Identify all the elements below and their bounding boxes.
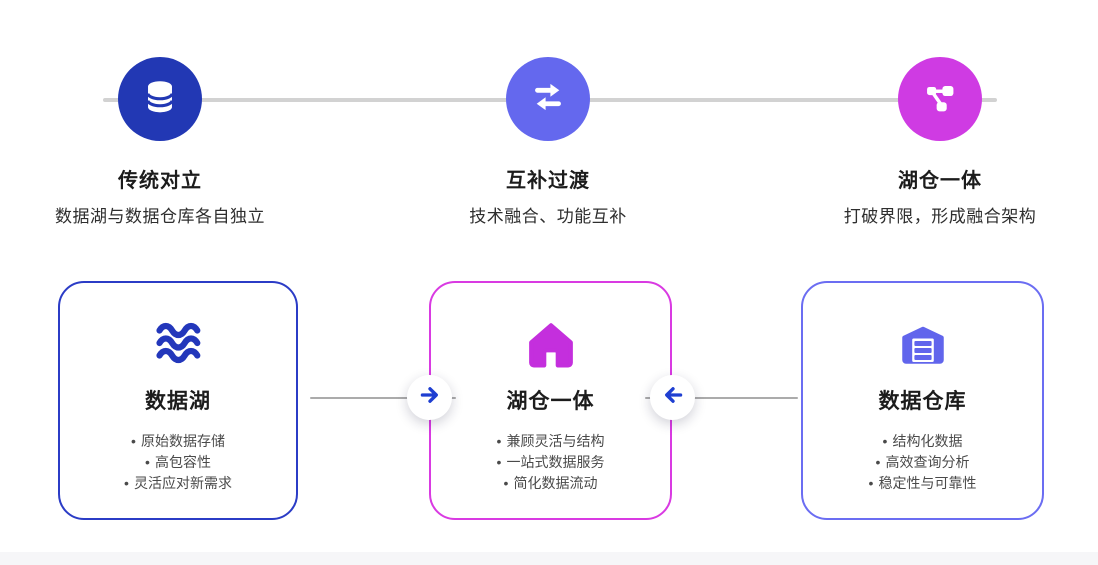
stage-circle-lakehouse (898, 57, 982, 141)
card-bullet-list: •结构化数据 •高效查询分析 •稳定性与可靠性 (803, 431, 1042, 494)
stage-traditional: 传统对立 数据湖与数据仓库各自独立 (0, 57, 320, 227)
stage-subtitle: 打破界限，形成融合架构 (843, 207, 1037, 226)
stage-subtitle: 数据湖与数据仓库各自独立 (55, 207, 265, 226)
list-item: •简化数据流动 (503, 475, 598, 491)
warehouse-icon (803, 319, 1042, 367)
card-title: 数据仓库 (878, 390, 967, 413)
arrow-right-icon (417, 382, 443, 413)
list-item: •结构化数据 (882, 433, 963, 449)
stage-subtitle: 技术融合、功能互补 (469, 207, 627, 226)
list-item: •兼顾灵活与结构 (496, 433, 605, 449)
arrow-left-badge (650, 375, 695, 420)
stage-title: 湖仓一体 (898, 170, 982, 192)
stage-circle-traditional (118, 57, 202, 141)
card-bullet-list: •原始数据存储 •高包容性 •灵活应对新需求 (60, 431, 296, 494)
network-nodes-icon (917, 74, 963, 125)
card-data-lake: 数据湖 •原始数据存储 •高包容性 •灵活应对新需求 (58, 281, 298, 520)
card-lakehouse: 湖仓一体 •兼顾灵活与结构 •一站式数据服务 •简化数据流动 (429, 281, 672, 520)
card-bullet-list: •兼顾灵活与结构 •一站式数据服务 •简化数据流动 (431, 431, 670, 494)
list-item: •稳定性与可靠性 (868, 475, 977, 491)
stage-lakehouse: 湖仓一体 打破界限，形成融合架构 (780, 57, 1098, 227)
list-item: •灵活应对新需求 (124, 475, 232, 491)
card-title: 湖仓一体 (506, 390, 595, 413)
connector-line-right (645, 397, 798, 399)
list-item: •原始数据存储 (131, 433, 225, 449)
list-item: •高效查询分析 (875, 454, 970, 470)
arrow-right-badge (407, 375, 452, 420)
waves-icon (60, 319, 296, 367)
bottom-strip (0, 552, 1098, 565)
house-icon (431, 319, 670, 368)
list-item: •高包容性 (145, 454, 211, 470)
stage-circle-transition (506, 57, 590, 141)
list-item: •一站式数据服务 (496, 454, 605, 470)
database-icon (137, 74, 183, 125)
stage-title: 互补过渡 (506, 170, 590, 192)
stage-title: 传统对立 (118, 170, 202, 192)
transfer-arrows-icon (525, 74, 571, 125)
stage-transition: 互补过渡 技术融合、功能互补 (388, 57, 708, 227)
connector-line-left (310, 397, 456, 399)
card-data-warehouse: 数据仓库 •结构化数据 •高效查询分析 •稳定性与可靠性 (801, 281, 1044, 520)
card-title: 数据湖 (145, 390, 211, 413)
arrow-left-icon (660, 382, 686, 413)
